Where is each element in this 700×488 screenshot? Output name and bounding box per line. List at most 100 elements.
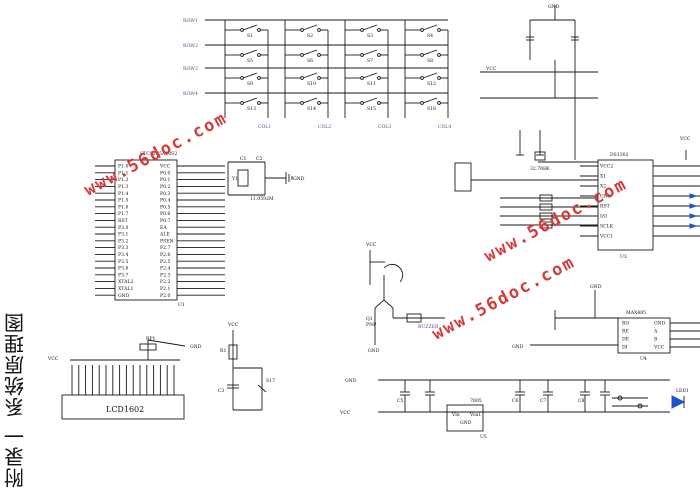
keypad-key-label: S16 [427, 106, 436, 112]
reset-cap-label: C3 [218, 388, 225, 394]
rtc-pin-label: GND [600, 194, 612, 200]
keypad-switch: S4 [405, 24, 448, 39]
mcu-right-pin-label: EA [160, 225, 167, 231]
mcu-right-pin-label: P0.7 [160, 218, 170, 224]
mcu-right-pin-label: PSEN [160, 238, 174, 244]
mcu-left-pin-label: P3.7 [118, 272, 128, 278]
rs485-part-label: MAX485 [626, 310, 646, 316]
mcu-right-pin-label: VCC [159, 164, 171, 170]
row-net-label-1: ROW1 [183, 18, 198, 24]
mcu-left-pin-label: P3.0 [118, 225, 128, 231]
keypad-switch: S2 [285, 24, 328, 39]
mcu-right-pin-label: ALE [159, 232, 170, 238]
buzzer-gnd-label: GND [368, 348, 380, 354]
mcu-body [114, 159, 178, 301]
mcu-right-pin-label: P0.4 [160, 198, 170, 204]
rtc-out-arrow [689, 213, 698, 219]
rtc-part-label: DS1302 [610, 152, 629, 158]
rs485-pin-label: B [654, 337, 658, 343]
mcu-right-pin-label: P2.5 [160, 259, 170, 265]
mcu-right-pin-label: P0.0 [160, 170, 170, 176]
watermark-2: www.56doc.com [481, 174, 631, 266]
keypad-key-label: S7 [367, 58, 373, 64]
reset-resistor-label: R1 [220, 348, 226, 354]
power-cap-label: C6 [512, 398, 519, 404]
crystal-cap1-label: C1 [240, 156, 247, 162]
keypad-key-label: S13 [247, 106, 256, 112]
mcu-right-pin-label: P2.3 [160, 272, 170, 278]
rtc-in-resistor [539, 221, 553, 229]
regulator-body [446, 404, 484, 432]
regulator-pin-gnd: GND [460, 420, 472, 426]
rs485-pin-label: RE [622, 329, 629, 335]
buzzer-net-label: BUZZER [418, 324, 439, 330]
keypad-switch: S3 [345, 24, 388, 39]
appendix-label: 附录一 [3, 425, 28, 488]
buzzer-circuit: Q1 PNP BUZZER VCC GND [365, 242, 445, 354]
lcd-vcc-label: VCC [47, 356, 59, 362]
mcu-left-pin-label: P1.7 [118, 211, 128, 217]
keypad-switch: S7 [345, 49, 388, 64]
transistor-ref-label: Q1 [366, 316, 373, 322]
keypad-switch: S15 [345, 97, 388, 112]
keypad-switch: S16 [405, 97, 448, 112]
keypad-switch: S10 [285, 72, 328, 87]
mcu-left-pin-label: P1.5 [118, 198, 128, 204]
appendix-title: 附录一 系统原理图 [1, 312, 29, 488]
reset-vcc-label: VCC [227, 322, 239, 328]
mcu-right-pin-label: P2.0 [160, 293, 170, 299]
keypad-key-label: S9 [247, 81, 253, 87]
rtc-vcc-label: VCC [485, 66, 497, 72]
mcu-left-pin-label: P1.6 [118, 204, 128, 210]
col-net-label-3: COL3 [378, 124, 391, 130]
rs485-gnd-label: GND [512, 344, 524, 350]
reset-circuit: R1 C3 S17 VCC [218, 322, 275, 411]
row-net-label-2: ROW2 [183, 43, 198, 49]
regulator-pin-vout: Vout [469, 412, 481, 418]
mcu-left-pin-label: P3.4 [118, 252, 128, 258]
keypad-switch: S9 [225, 72, 268, 87]
mcu-right-pin-label: P0.3 [160, 191, 170, 197]
buzzer-vcc-label: VCC [365, 242, 377, 248]
keypad-key-label: S11 [367, 81, 376, 87]
keypad-switch: S1 [225, 24, 268, 39]
keypad-key-label: S5 [247, 58, 253, 64]
mcu-right-pin-label: P2.1 [160, 286, 170, 292]
regulator-part-label: 7805 [470, 398, 482, 404]
rtc-connector [454, 162, 472, 192]
mcu-right-pin-label: P0.5 [160, 204, 170, 210]
keypad-key-label: S6 [307, 58, 313, 64]
power-vcc-label: VCC [339, 410, 351, 416]
keypad-switch: S11 [345, 72, 388, 87]
rs485-body [617, 317, 671, 354]
mcu-left-pin-label: P1.3 [118, 184, 128, 190]
mcu-right-pin-label: P0.1 [160, 177, 170, 183]
power-gnd-label: GND [345, 378, 357, 384]
rtc-in-resistor [539, 203, 553, 211]
rs485-pin-label: RO [622, 321, 629, 327]
power-cap-label: C8 [578, 398, 585, 404]
rtc-in-resistor [539, 212, 553, 220]
keypad-key-label: S15 [367, 106, 376, 112]
mcu-right-pin-label: P2.4 [160, 266, 170, 272]
keypad-key-label: S2 [307, 33, 313, 39]
mcu-left-pin-label: P3.5 [118, 259, 128, 265]
keypad-key-label: S1 [247, 33, 253, 39]
mcu-left-pin-label: P1.4 [118, 191, 128, 197]
mcu-left-pin-label: XTAL2 [118, 279, 133, 285]
mcu-right-pin-label: P2.6 [160, 252, 170, 258]
col-net-label-1: COL1 [258, 124, 271, 130]
col-net-label-2: COL2 [318, 124, 331, 130]
crystal-oscillator: Y1 11.0592M C1 C2 GND [227, 156, 305, 202]
row-net-label-4: ROW4 [183, 91, 198, 97]
reset-resistor [228, 344, 238, 360]
mcu-left-pin-label: P3.6 [118, 266, 128, 272]
mcu-right-pin-label: P0.6 [160, 211, 170, 217]
mcu-left-pin-label: P3.1 [118, 232, 128, 238]
rtc-pin-label: I/O [600, 214, 607, 220]
mcu-left-pin-label: P1.2 [118, 177, 128, 183]
rtc-gnd-label: GND [548, 4, 560, 10]
reset-button-label: S17 [266, 378, 275, 384]
